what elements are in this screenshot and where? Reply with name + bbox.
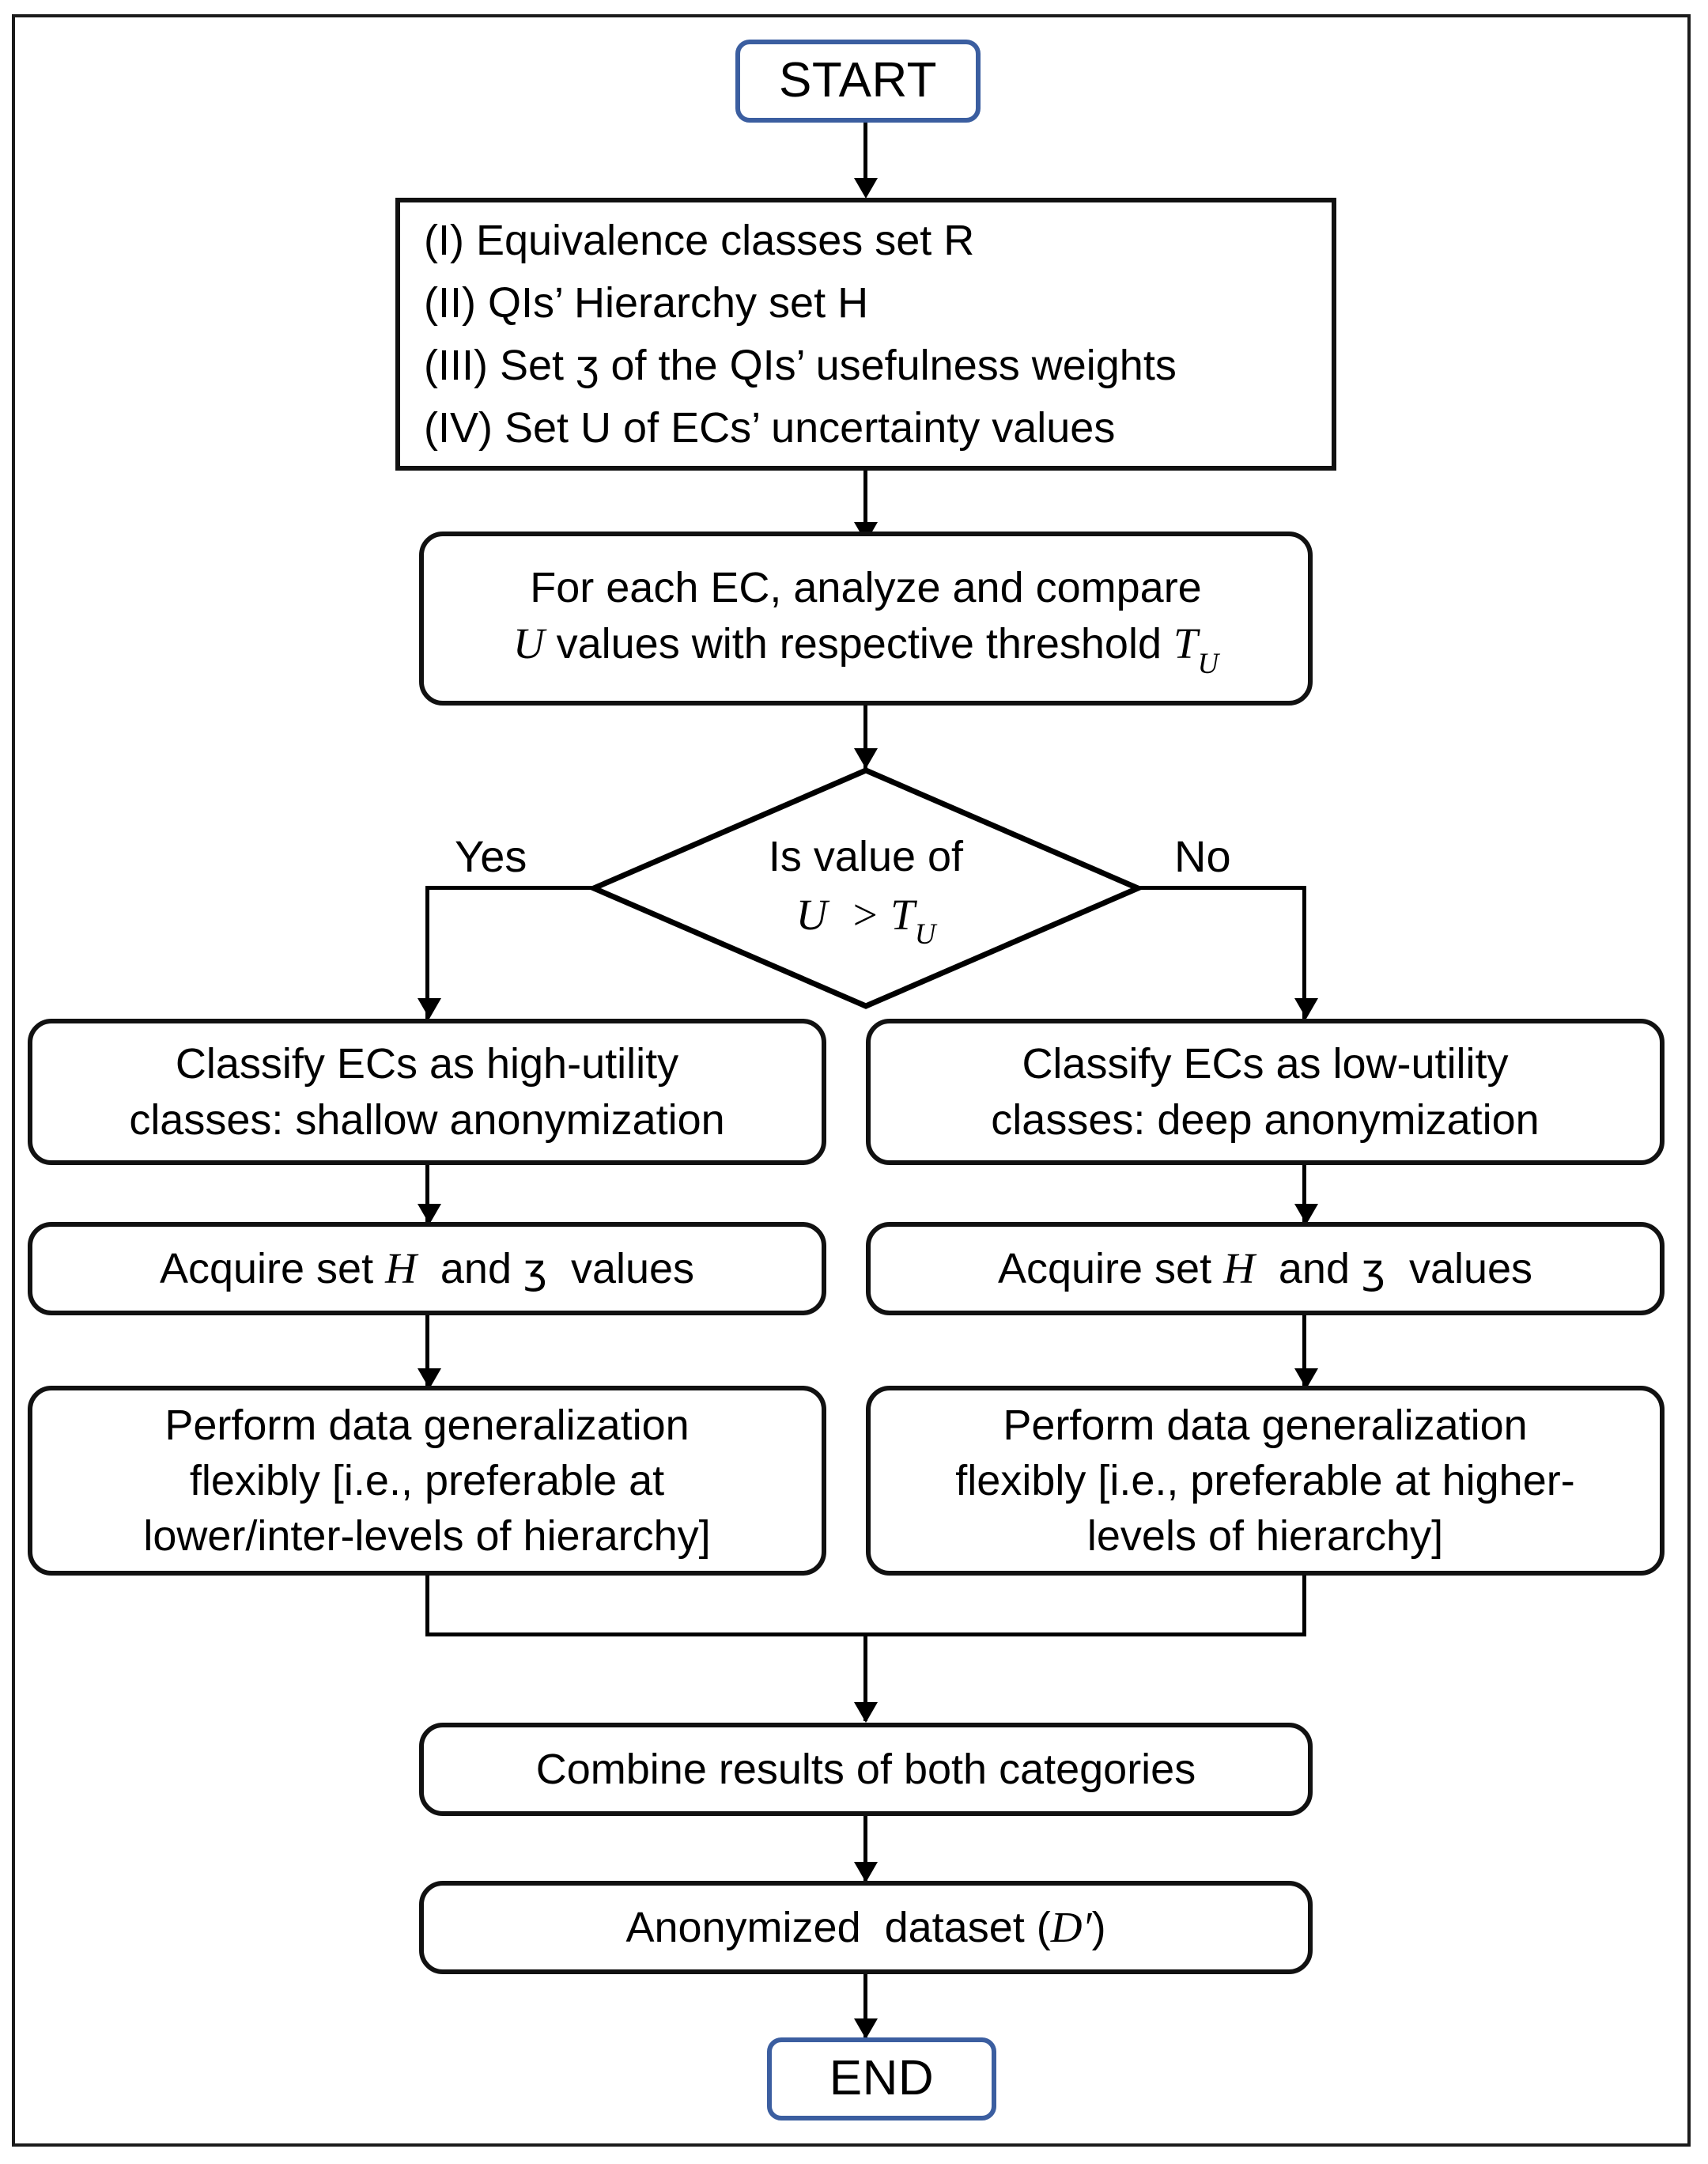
node-generalize-right-text: Perform data generalization flexibly [i.… (955, 1398, 1574, 1564)
output-prefix: Anonymized dataset ( (625, 1904, 1051, 1952)
node-output-text: Anonymized dataset (D′) (625, 1899, 1105, 1956)
node-end[interactable]: END (767, 2037, 996, 2120)
classify-high-line1: Classify ECs as high-utility (175, 1040, 679, 1088)
node-combine-label: Combine results of both categories (535, 1745, 1196, 1793)
decision-symbol-U: U (795, 890, 828, 939)
acquire-left-symbol-ezh: ʒ (523, 1246, 547, 1294)
node-anonymized-dataset[interactable]: Anonymized dataset (D′) (419, 1881, 1313, 1974)
node-analyze[interactable]: For each EC, analyze and compare U value… (419, 532, 1313, 706)
input-line-1: (I) Equivalence classes set R (424, 213, 1177, 268)
connector-decision-no-vertical (1302, 886, 1306, 1019)
node-classify-high-utility[interactable]: Classify ECs as high-utility classes: sh… (28, 1019, 826, 1165)
node-analyze-line1: For each EC, analyze and compare (530, 564, 1202, 612)
edge-label-yes: Yes (455, 831, 527, 881)
acquire-right-symbol-ezh: ʒ (1361, 1246, 1385, 1294)
node-analyze-line2: U values with respective threshold TU (512, 615, 1219, 679)
generalize-left-line2: flexibly [i.e., preferable at (189, 1456, 665, 1504)
classify-low-line1: Classify ECs as low-utility (1022, 1040, 1509, 1088)
input-line-1-text: (I) Equivalence classes set R (424, 216, 975, 264)
decision-symbol-T-subscript: U (914, 917, 936, 951)
node-classify-low-text: Classify ECs as low-utility classes: dee… (991, 1036, 1539, 1147)
decision-symbol-gt: > (839, 890, 891, 939)
connector-inputs-to-analyze (863, 471, 867, 537)
connector-output-to-end (863, 1974, 867, 2042)
input-line-3-text: (III) Set ʒ of the QIs’ usefulness weigh… (424, 342, 1177, 389)
node-decision[interactable]: Is value of U > TU (589, 766, 1143, 1011)
symbol-T: T (1173, 619, 1198, 668)
arrowhead-yes-to-classify-left (418, 998, 441, 1019)
decision-line1: Is value of (768, 832, 964, 880)
node-end-label: END (829, 2051, 935, 2106)
decision-symbol-T: T (890, 890, 915, 939)
arrowhead-output-to-end (854, 2018, 878, 2039)
acquire-left-mid: and (416, 1245, 523, 1293)
output-suffix: ) (1091, 1904, 1106, 1952)
connector-combine-to-output (863, 1816, 867, 1882)
acquire-right-suffix: values (1385, 1245, 1533, 1293)
acquire-right-symbol-H: H (1223, 1244, 1255, 1293)
node-inputs-list: (I) Equivalence classes set R (II) QIs’ … (400, 206, 1177, 463)
input-line-2-text: (II) QIs’ Hierarchy set H (424, 278, 869, 327)
arrowhead-classify-right-to-acquire-right (1294, 1204, 1318, 1224)
input-line-4: (IV) Set U of ECs’ uncertainty values (424, 400, 1177, 456)
node-combine-results[interactable]: Combine results of both categories (419, 1723, 1313, 1816)
input-line-3: (III) Set ʒ of the QIs’ usefulness weigh… (424, 338, 1177, 393)
node-generalize-right[interactable]: Perform data generalization flexibly [i.… (866, 1386, 1665, 1576)
arrowhead-start-to-inputs (854, 178, 878, 199)
connector-merge-to-combine (863, 1632, 867, 1721)
acquire-right-mid: and (1254, 1245, 1362, 1293)
decision-line2: U > TU (795, 886, 936, 951)
connector-decision-no-horizontal (1137, 886, 1306, 890)
symbol-T-subscript: U (1197, 646, 1219, 679)
connector-decision-yes-horizontal (425, 886, 595, 890)
connector-classify-right-to-acquire-right (1302, 1165, 1306, 1222)
node-acquire-left-text: Acquire set H and ʒ values (160, 1240, 694, 1297)
acquire-left-symbol-H: H (385, 1244, 417, 1293)
node-acquire-right[interactable]: Acquire set H and ʒ values (866, 1222, 1665, 1315)
connector-acquire-left-to-generalize-left (425, 1315, 429, 1388)
connector-merge-left-drop (425, 1576, 429, 1636)
connector-start-to-inputs (863, 123, 867, 192)
arrowhead-acquire-right-to-generalize-right (1294, 1368, 1318, 1389)
connector-acquire-right-to-generalize-right (1302, 1315, 1306, 1388)
arrowhead-analyze-to-decision (854, 748, 878, 769)
node-classify-low-utility[interactable]: Classify ECs as low-utility classes: dee… (866, 1019, 1665, 1165)
acquire-left-prefix: Acquire set (159, 1245, 386, 1293)
decision-diamond-shape (589, 767, 1143, 1009)
classify-low-line2: classes: deep anonymization (991, 1095, 1540, 1144)
arrowhead-acquire-left-to-generalize-left (418, 1368, 441, 1389)
generalize-left-line1: Perform data generalization (164, 1401, 690, 1449)
connector-classify-left-to-acquire-left (425, 1165, 429, 1222)
arrowhead-classify-left-to-acquire-left (418, 1204, 441, 1224)
classify-high-line2: classes: shallow anonymization (129, 1095, 725, 1144)
connector-analyze-to-decision (863, 706, 867, 775)
connector-merge-right-drop (1302, 1576, 1306, 1636)
node-analyze-line2-text: values with respective threshold (556, 620, 1173, 668)
node-classify-high-text: Classify ECs as high-utility classes: sh… (129, 1036, 724, 1147)
generalize-right-line1: Perform data generalization (1003, 1401, 1528, 1449)
generalize-right-line2: flexibly [i.e., preferable at higher- (955, 1456, 1575, 1504)
node-inputs[interactable]: (I) Equivalence classes set R (II) QIs’ … (395, 198, 1336, 471)
output-symbol-D-prime: D′ (1050, 1903, 1092, 1952)
node-acquire-left[interactable]: Acquire set H and ʒ values (28, 1222, 826, 1315)
arrowhead-merge-to-combine (854, 1702, 878, 1723)
node-generalize-left[interactable]: Perform data generalization flexibly [i.… (28, 1386, 826, 1576)
node-start[interactable]: START (735, 40, 981, 123)
node-start-label: START (778, 53, 937, 108)
connector-decision-yes-vertical (425, 886, 429, 1019)
arrowhead-no-to-classify-right (1294, 998, 1318, 1019)
node-generalize-left-text: Perform data generalization flexibly [i.… (143, 1398, 710, 1564)
input-line-4-text: (IV) Set U of ECs’ uncertainty values (424, 404, 1116, 452)
input-line-2: (II) QIs’ Hierarchy set H (424, 275, 1177, 331)
acquire-left-suffix: values (546, 1245, 695, 1293)
symbol-U: U (512, 619, 545, 668)
decision-label: Is value of U > TU (589, 766, 1143, 1011)
generalize-right-line3: levels of hierarchy] (1086, 1512, 1444, 1561)
arrowhead-combine-to-output (854, 1862, 878, 1882)
acquire-right-prefix: Acquire set (997, 1245, 1224, 1293)
node-analyze-text: For each EC, analyze and compare U value… (512, 560, 1219, 679)
generalize-left-line3: lower/inter-levels of hierarchy] (143, 1512, 711, 1561)
node-acquire-right-text: Acquire set H and ʒ values (998, 1240, 1532, 1297)
edge-label-no: No (1174, 831, 1231, 881)
